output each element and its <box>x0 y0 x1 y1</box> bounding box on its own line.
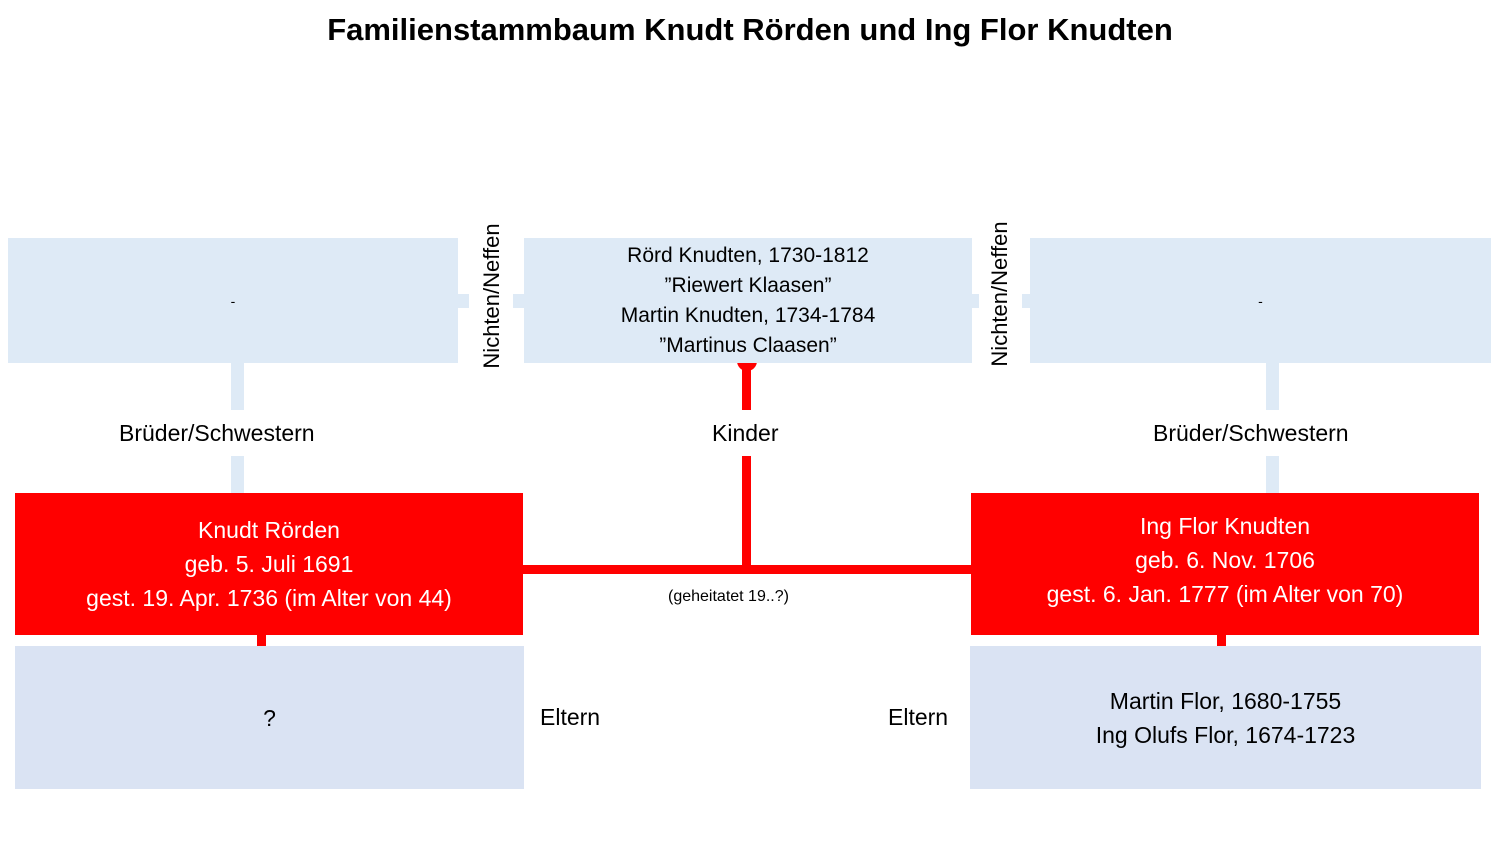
person-left-death: gest. 19. Apr. 1736 (im Alter von 44) <box>86 585 452 611</box>
connector-siblings-right-bottom <box>1266 456 1279 494</box>
children-label: Kinder <box>712 420 779 446</box>
marriage-line <box>523 565 972 574</box>
parents-connector-right <box>1217 634 1226 648</box>
connector-siblings-left-top <box>231 362 244 410</box>
child-line: ”Martinus Claasen” <box>659 333 837 357</box>
parents-right-line: Ing Olufs Flor, 1674-1723 <box>1095 721 1356 748</box>
children-connector-top <box>742 366 751 410</box>
parents-box-left: ? <box>15 646 524 789</box>
child-line: ”Riewert Klaasen” <box>664 273 832 297</box>
connector-siblings-left-bottom <box>231 456 244 494</box>
parents-label-right: Eltern <box>888 704 949 730</box>
connector-nieces-left-b <box>513 294 525 308</box>
person-right-death: gest. 6. Jan. 1777 (im Alter von 70) <box>1046 581 1404 607</box>
children-box: Rörd Knudten, 1730-1812 ”Riewert Klaasen… <box>524 238 972 363</box>
person-right-name: Ing Flor Knudten <box>1139 513 1311 539</box>
child-line: Rörd Knudten, 1730-1812 <box>627 243 869 267</box>
person-box-right: Ing Flor Knudten geb. 6. Nov. 1706 gest.… <box>971 493 1479 635</box>
children-connector-bottom <box>742 456 751 568</box>
connector-nieces-right-b <box>1022 294 1032 308</box>
page-title: Familienstammbaum Knudt Rörden und Ing F… <box>327 12 1173 47</box>
person-left-name: Knudt Rörden <box>198 517 340 543</box>
nieces-label-right: Nichten/Neffen <box>987 221 1012 367</box>
nieces-label-left: Nichten/Neffen <box>479 223 504 369</box>
person-left-birth: geb. 5. Juli 1691 <box>184 551 354 577</box>
siblings-box-right: - <box>1030 238 1491 363</box>
parents-box-right: Martin Flor, 1680-1755 Ing Olufs Flor, 1… <box>970 646 1481 789</box>
connector-nieces-left-a <box>457 294 469 308</box>
siblings-left-value: - <box>230 292 236 309</box>
siblings-label-left: Brüder/Schwestern <box>119 420 315 446</box>
parents-left-line: ? <box>263 704 276 731</box>
parents-connector-left <box>257 634 266 648</box>
siblings-right-value: - <box>1258 292 1263 309</box>
parents-label-left: Eltern <box>540 704 601 730</box>
connector-nieces-right-a <box>971 294 979 308</box>
person-box-left: Knudt Rörden geb. 5. Juli 1691 gest. 19.… <box>15 493 523 635</box>
parents-right-line: Martin Flor, 1680-1755 <box>1109 687 1342 714</box>
person-right-birth: geb. 6. Nov. 1706 <box>1135 547 1315 573</box>
connector-siblings-right-top <box>1266 362 1279 410</box>
marriage-label: (geheitatet 19..?) <box>668 588 789 605</box>
siblings-box-left: - <box>8 238 458 363</box>
child-line: Martin Knudten, 1734-1784 <box>620 303 876 327</box>
siblings-label-right: Brüder/Schwestern <box>1153 420 1349 446</box>
